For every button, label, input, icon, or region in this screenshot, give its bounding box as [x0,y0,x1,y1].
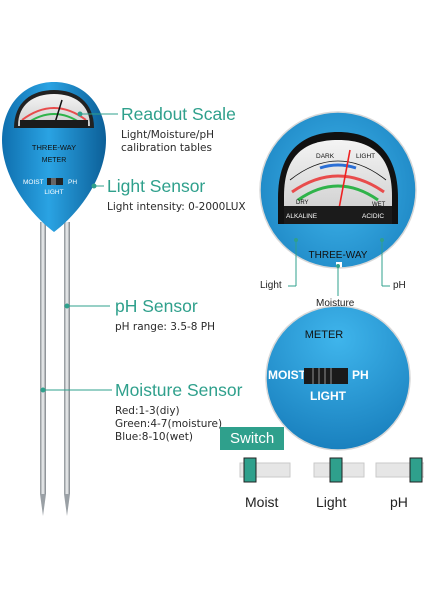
switch-position-ph-label: pH [390,494,408,510]
readout-scale-sub2: calibration tables [121,142,212,154]
switch-zoom-light: LIGHT [310,389,347,403]
readout-scale-title: Readout Scale [121,104,236,124]
switch-right-label: PH [68,179,77,186]
light-sensor-sub: Light intensity: 0-2000LUX [107,201,246,213]
switch-bottom-label: LIGHT [44,189,63,196]
dial-alkaline-text: ALKALINE [286,213,318,220]
dial-wet-text: WET [372,202,386,208]
probe-right [64,222,70,494]
moisture-sensor-title: Moisture Sensor [115,380,243,400]
switch-zoom-ph: PH [352,368,369,382]
light-sensor-title: Light Sensor [107,176,206,196]
switch-position-light [313,457,365,483]
readout-scale-sub1: Light/Moisture/pH [121,129,215,141]
dial-dark-text: DARK [316,153,335,160]
dial-brand-text: THREE-WAY [309,250,368,261]
dial-zoom-moisture-label: Moisture [316,298,355,309]
moisture-sensor-sub1: Red:1-3(diy) [115,405,180,417]
switch-position-light-label: Light [316,494,347,510]
ph-sensor-sub: pH range: 3.5-8 PH [115,321,216,333]
switch-zoom-moist: MOIST [268,368,307,382]
brand-text-2: METER [42,157,67,164]
dial-zoom-ph-label: pH [393,280,406,291]
switch-position-moist [239,457,291,483]
ph-sensor-title: pH Sensor [115,296,198,316]
brand-text: THREE-WAY [32,143,76,152]
dial-acidic-text: ACIDIC [362,213,384,220]
switch-position-ph [375,457,424,483]
dial-dry-text: DRY [296,200,309,206]
moisture-sensor-sub2: Green:4-7(moisture) [115,418,223,430]
switch-badge: Switch [220,427,285,450]
switch-position-moist-label: Moist [245,494,279,510]
switch-left-label: MOIST [23,179,44,186]
probe-left [40,222,46,494]
moisture-sensor-sub3: Blue:8-10(wet) [115,431,193,443]
switch-zoom-brand: METER [305,329,344,341]
dial-light-text: LIGHT [356,153,375,160]
dial-zoom-light-label: Light [260,280,282,291]
